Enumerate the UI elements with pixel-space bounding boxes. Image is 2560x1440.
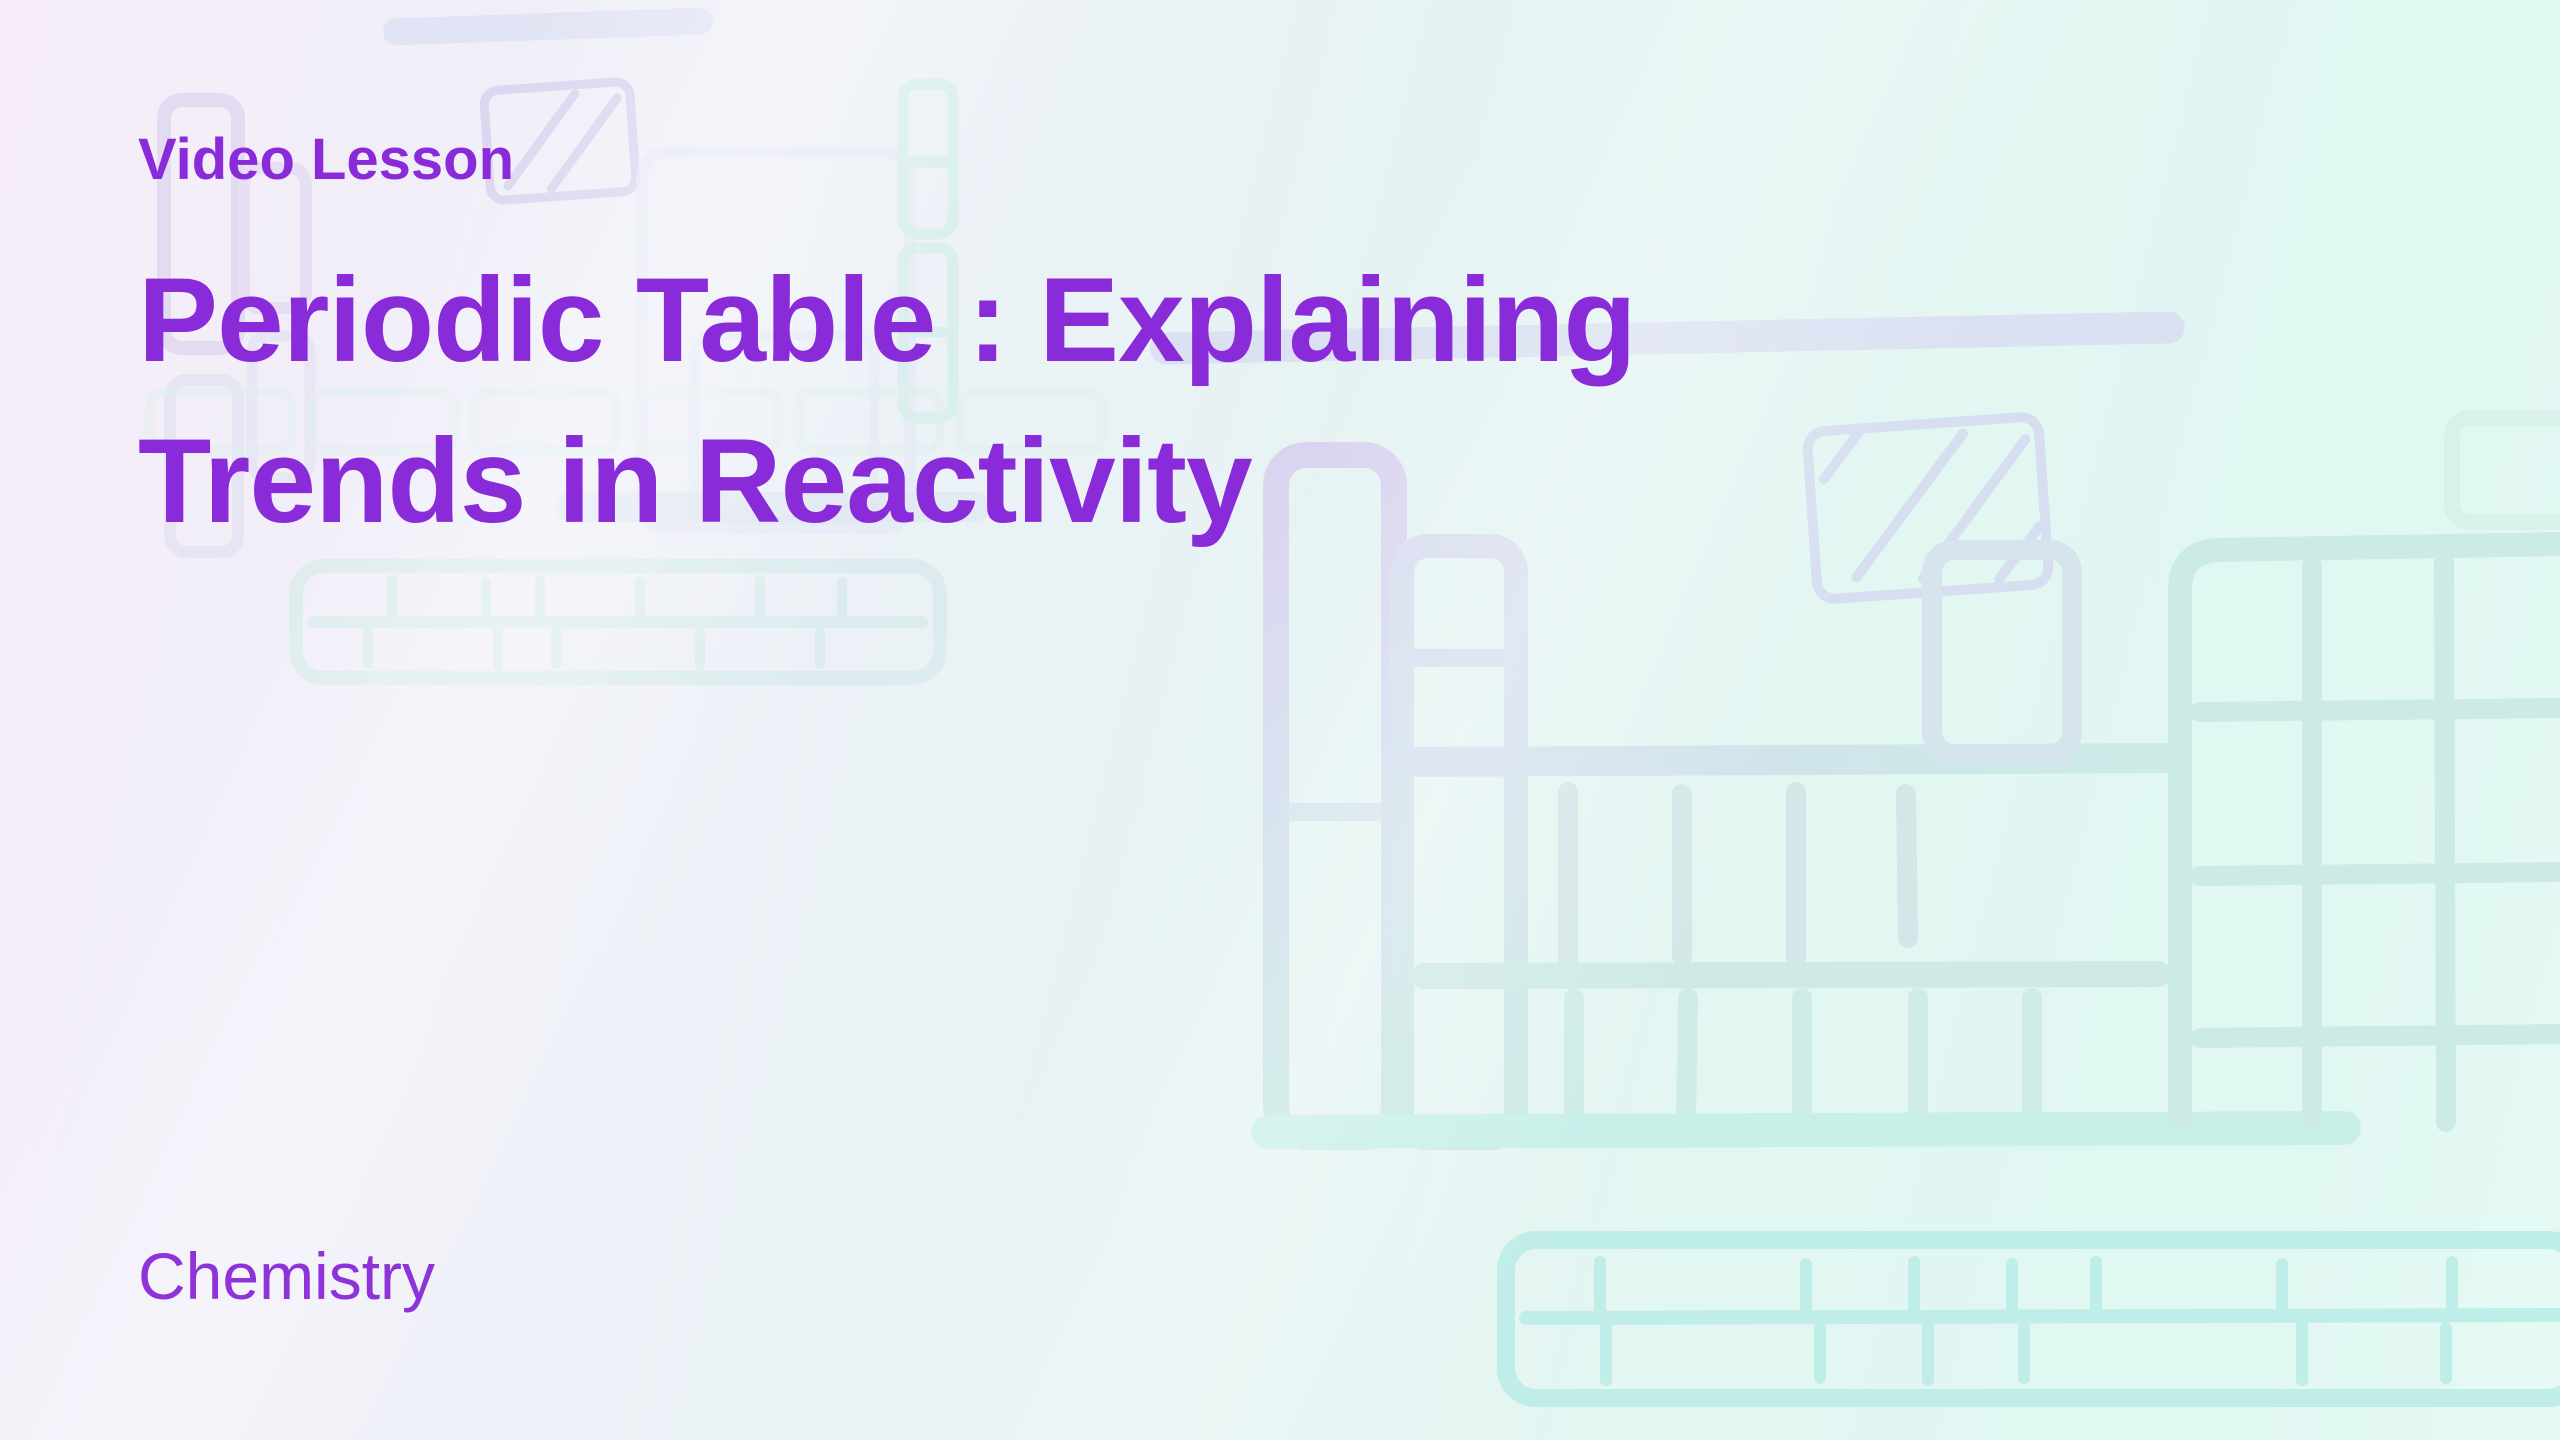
sketch-left-fblock-grid	[289, 559, 947, 685]
video-lesson-kicker: Video Lesson	[138, 127, 515, 192]
sketch-title-row-tiles	[145, 387, 1107, 455]
sketch-bottom-right-fblock-grid	[1497, 1231, 2560, 1407]
sketch-right-bar	[1150, 311, 2185, 365]
lesson-title: Periodic Table : Explaining Trends in Re…	[138, 240, 1637, 562]
lesson-title-line1: Periodic Table : Explaining	[138, 253, 1637, 387]
lesson-title-line2: Trends in Reactivity	[138, 413, 1253, 548]
subject-label: Chemistry	[138, 1239, 436, 1313]
sketch-top-left-table	[157, 7, 990, 558]
sketch-right-table	[1251, 410, 2560, 1150]
